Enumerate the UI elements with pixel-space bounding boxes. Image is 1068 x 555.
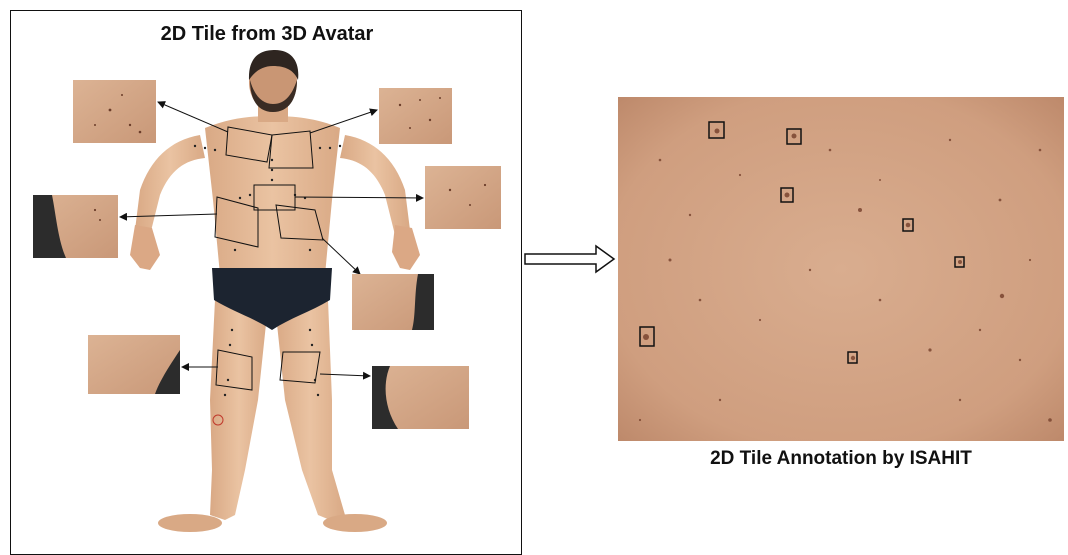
skin-tile-top-left (73, 80, 156, 143)
avatar-right-leg (275, 300, 345, 522)
annotation-caption: 2D Tile Annotation by ISAHIT (618, 448, 1064, 470)
skin-tile-thigh-right (372, 366, 469, 429)
avatar-left-hand (130, 225, 160, 270)
arrow-to-tile-mid-left (120, 214, 217, 217)
block-arrow-right-icon (525, 246, 614, 272)
annotation-image (618, 97, 1064, 441)
avatar-right-arm (340, 135, 410, 235)
skin-tile-lower-right (352, 274, 434, 330)
skin-tile-thigh-left (88, 335, 180, 394)
avatar-left-foot (158, 514, 222, 532)
skin-tile-top-right (379, 88, 452, 144)
skin-tile-mid-right (425, 166, 501, 229)
avatar-right-hand (392, 225, 420, 270)
avatar-left-leg (210, 300, 268, 520)
skin-tile-mid-left (33, 195, 118, 258)
avatar-torso (205, 116, 340, 275)
avatar-right-foot (323, 514, 387, 532)
avatar-left-arm (135, 135, 205, 235)
arrow-to-tile-top-left (158, 102, 228, 132)
